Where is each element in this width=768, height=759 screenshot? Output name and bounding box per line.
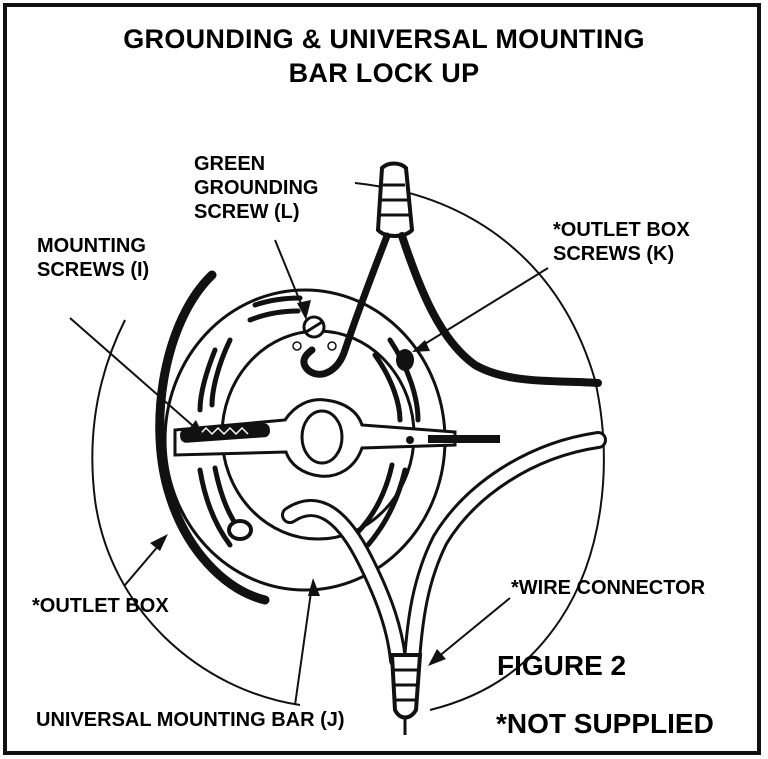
mounting-screws-line-2: SCREWS (I) (37, 259, 150, 281)
ground-wire (300, 232, 391, 378)
grounding-line-3: SCREW (L) (194, 201, 300, 223)
leader-outlet-box-screws (414, 267, 549, 351)
bottom-connector-ribs (394, 668, 418, 702)
grounding-line-1: GREEN (194, 153, 266, 175)
not-supplied-note: *NOT SUPPLIED (496, 708, 714, 739)
title-line-2: BAR LOCK UP (288, 58, 480, 88)
outlet-box-screw-bottom (227, 519, 253, 541)
leader-mounting-screws (69, 317, 201, 433)
leader-mounting-bar (294, 584, 313, 706)
diagram-title: GROUNDING & UNIVERSAL MOUNTING BAR LOCK … (0, 22, 768, 90)
leader-wire-connector (431, 597, 511, 663)
figure-number: FIGURE 2 (497, 650, 627, 681)
ceiling-outline-right (354, 182, 605, 711)
outlet-box-screws-line-1: *OUTLET BOX (553, 219, 690, 241)
top-connector-ribs (380, 183, 410, 217)
grounding-line-2: GROUNDING (194, 177, 319, 199)
supply-cable-inner (406, 434, 604, 666)
grounding-hole-left (292, 341, 302, 351)
small-hole (406, 436, 414, 444)
mounting-screw-thread (199, 426, 249, 436)
label-green-grounding-screw: GREEN GROUNDING SCREW (L) (194, 152, 318, 224)
label-outlet-box: *OUTLET BOX (32, 595, 169, 617)
leader-arrowheads (150, 300, 446, 666)
title-line-1: GROUNDING & UNIVERSAL MOUNTING (123, 24, 645, 54)
ceiling-outline (91, 319, 301, 706)
outlet-box-screw-top (396, 349, 414, 371)
mounting-screw-right (428, 435, 500, 443)
diagram-frame (3, 3, 761, 755)
mounting-screws-line-1: MOUNTING (37, 235, 146, 257)
supply-ground-wire (398, 232, 602, 387)
outlet-box-screws-line-2: SCREWS (K) (553, 243, 675, 265)
label-universal-mounting-bar: UNIVERSAL MOUNTING BAR (J) (36, 709, 345, 731)
center-hole (300, 409, 344, 465)
outlet-box-edge (155, 270, 270, 605)
label-outlet-box-screws: *OUTLET BOX SCREWS (K) (553, 218, 690, 266)
label-mounting-screws: MOUNTING SCREWS (I) (37, 234, 149, 282)
label-wire-connector: *WIRE CONNECTOR (511, 577, 706, 599)
grounding-screw-slot (305, 320, 323, 334)
lead-wire-inner (284, 502, 404, 666)
grounding-hole-right (327, 341, 337, 351)
